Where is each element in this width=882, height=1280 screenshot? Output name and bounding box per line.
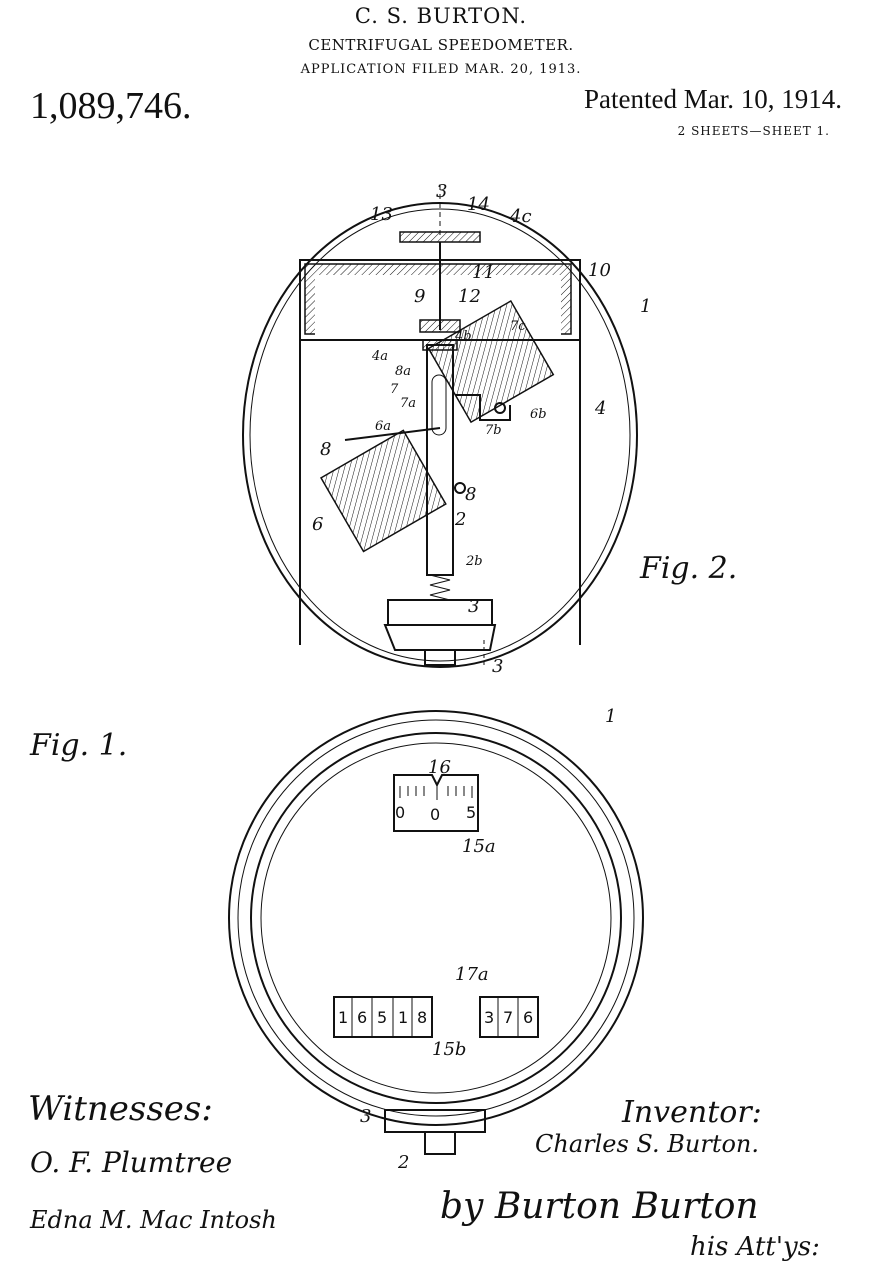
label: 6 [312, 514, 323, 535]
gear-4b [419, 319, 461, 333]
bezel-inner [250, 732, 622, 1104]
odometer-digit: 1 [398, 1008, 408, 1027]
label: 8 [465, 484, 476, 505]
weight-upper [427, 300, 555, 424]
label: 15b [432, 1039, 466, 1060]
label: 17a [455, 964, 489, 985]
odometer-digit: 1 [338, 1008, 348, 1027]
speed-dial-window: 0 0 5 [393, 774, 479, 832]
witness-signature-2: Edna M. Mac Intosh [29, 1206, 277, 1234]
bezel-outer [228, 710, 644, 1126]
dial-face [260, 742, 612, 1094]
attorney-label: his Att'ys: [690, 1232, 820, 1262]
dial-number: 0 [430, 805, 440, 824]
pin-8 [454, 482, 466, 494]
label: 1 [605, 706, 616, 727]
inventor-signature: Charles S. Burton. [535, 1130, 759, 1158]
weight-6 [320, 429, 447, 553]
label: 14 [467, 194, 490, 215]
odometer-digit: 6 [357, 1008, 367, 1027]
label: 15a [462, 836, 496, 857]
label: 3 [468, 596, 479, 617]
label: 6a [375, 419, 391, 434]
arm-8 [344, 427, 441, 441]
casing-inner [249, 208, 631, 662]
figure-2-sectional-view: 3 13 14 4c 11 10 1 9 12 4b 7c 4a 8a 7 7a… [242, 181, 737, 677]
label: 1 [640, 296, 651, 317]
sheet-count: 2 SHEETS—SHEET 1. [677, 124, 830, 138]
label: 12 [458, 286, 481, 307]
dial-number: 5 [466, 803, 476, 822]
inventor-name-header: C. S. BURTON. [354, 4, 528, 28]
label: 4a [371, 349, 388, 364]
attorney-signature: by Burton Burton [440, 1186, 759, 1227]
bracket-6b [455, 394, 511, 421]
trip-odometer: 3 7 6 [479, 996, 539, 1038]
signature-block: Witnesses: O. F. Plumtree Edna M. Mac In… [28, 1089, 820, 1262]
application-filed-date: APPLICATION FILED MAR. 20, 1913. [300, 62, 582, 77]
shaft-2 [424, 1131, 456, 1155]
pivot-6b [494, 402, 506, 414]
inventor-label: Inventor: [621, 1095, 762, 1130]
label: 2 [397, 1152, 409, 1173]
dial-drum [299, 259, 581, 341]
label: 8 [320, 439, 331, 460]
odometer-digit: 8 [417, 1008, 427, 1027]
dial-number: 0 [395, 803, 405, 822]
odometer-digit: 3 [484, 1008, 494, 1027]
base-bearing [383, 624, 497, 651]
label: 4b [454, 329, 472, 344]
patent-number: 1,089,746. [30, 85, 192, 127]
label: 7b [485, 423, 502, 438]
bezel-ring [237, 719, 635, 1117]
odometer-digit: 5 [377, 1008, 387, 1027]
witness-signature-1: O. F. Plumtree [30, 1146, 232, 1179]
figure-2-caption: Fig. 2. [639, 551, 737, 586]
label: 7 [390, 382, 399, 397]
label: 11 [472, 262, 495, 283]
label: 16 [428, 757, 451, 778]
label: 7c [510, 319, 526, 334]
label: 7a [400, 396, 416, 411]
label: 9 [414, 286, 425, 307]
label: 2b [465, 554, 483, 569]
label: 3 [360, 1106, 371, 1127]
label: 3 [492, 656, 503, 677]
slot-7a [431, 374, 447, 436]
label: 8a [395, 364, 411, 379]
label: 2 [454, 509, 466, 530]
odometer-digit: 7 [503, 1008, 513, 1027]
spring-2b [429, 574, 451, 601]
figure-1-caption: Fig. 1. [29, 728, 127, 763]
patent-title: CENTRIFUGAL SPEEDOMETER. [308, 36, 574, 54]
shaft-end [424, 649, 456, 666]
label: 4 [594, 398, 606, 419]
label: 13 [370, 204, 393, 225]
total-odometer: 1 6 5 1 8 [333, 996, 433, 1038]
patent-date: Patented Mar. 10, 1914. [584, 84, 842, 114]
label: 4c [509, 206, 532, 227]
figure-1-front-view: 0 0 5 1 6 5 1 8 3 7 6 1 16 15a 17a 15b 3 [29, 706, 644, 1173]
witnesses-label: Witnesses: [28, 1089, 213, 1129]
odometer-digit: 6 [523, 1008, 533, 1027]
label: 3 [436, 181, 447, 202]
label: 6b [530, 407, 547, 422]
label: 10 [588, 260, 611, 281]
